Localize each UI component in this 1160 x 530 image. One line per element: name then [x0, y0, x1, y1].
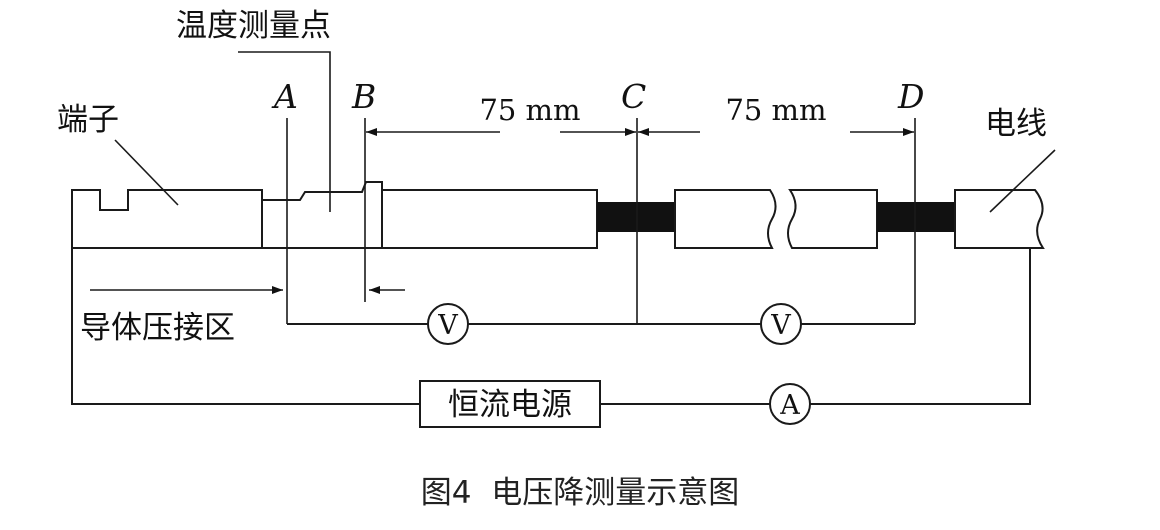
terminal-body: [71, 189, 263, 249]
dimension-cd-label: 75 mm: [725, 93, 826, 127]
crimp-zone-label: 导体压接区: [80, 310, 235, 346]
conductor-segment: [381, 189, 598, 249]
dimension-bc-label: 75 mm: [479, 93, 580, 127]
temperature-point-leader: [238, 51, 331, 212]
point-c-label: C: [621, 77, 646, 116]
wire-end: [954, 189, 1045, 249]
current-loop-right: [810, 248, 1031, 405]
voltmeter-2-symbol: V: [770, 310, 791, 341]
wire-label: 电线: [985, 106, 1047, 142]
current-loop-left: [71, 248, 420, 405]
crimp-barrel: [261, 181, 383, 249]
wire-segment-right: [787, 189, 878, 249]
wire-segment-left: [674, 189, 777, 249]
terminal-label: 端子: [57, 102, 119, 138]
insulation-band-c: [597, 202, 675, 232]
figure-caption: 图4 电压降测量示意图: [421, 475, 739, 511]
voltmeter-1-symbol: V: [437, 310, 458, 341]
point-d-label: D: [897, 77, 924, 116]
temperature-point-label: 温度测量点: [176, 8, 331, 44]
terminal-leader: [114, 139, 179, 206]
point-a-label: A: [271, 77, 298, 116]
insulation-band-d: [877, 202, 955, 232]
ammeter-symbol: A: [779, 390, 800, 421]
power-source-label: 恒流电源: [448, 387, 572, 423]
point-b-label: B: [351, 77, 376, 116]
wire-leader: [989, 149, 1056, 213]
